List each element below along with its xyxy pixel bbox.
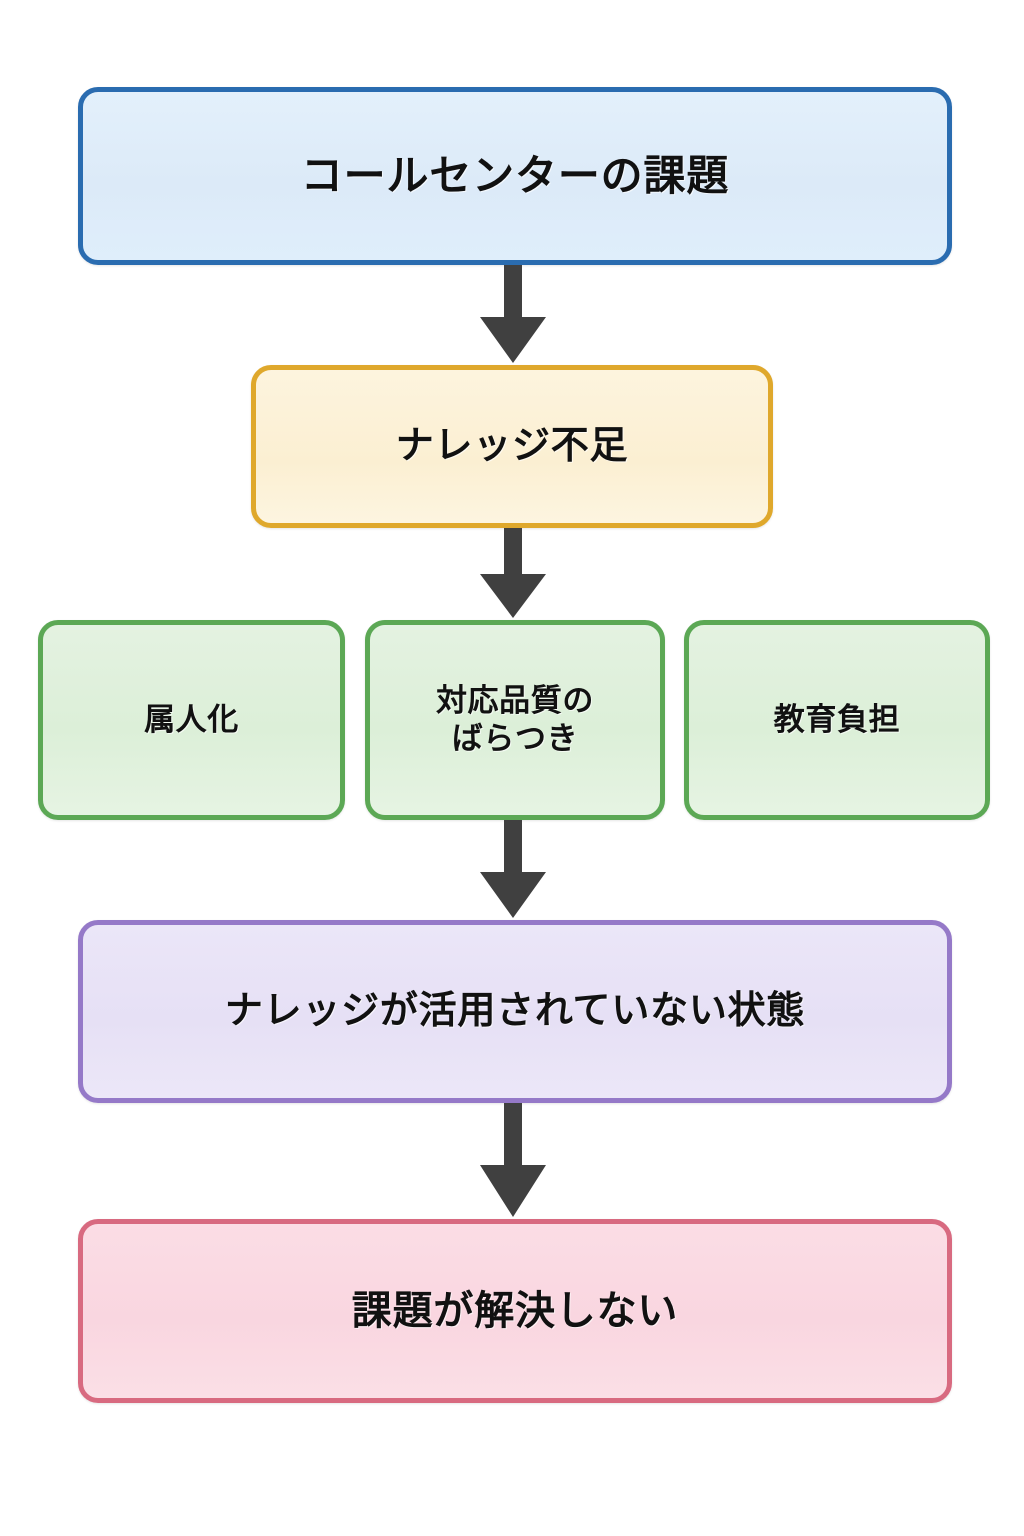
node-unresolved[interactable]: 課題が解決しない xyxy=(78,1219,952,1403)
node-training-burden-label: 教育負担 xyxy=(773,702,901,738)
arrow-quality-variance-to-knowledge-unused xyxy=(468,820,558,920)
node-problem-root-label: コールセンターの課題 xyxy=(300,152,730,200)
node-quality-variance-line1: 対応品質の xyxy=(435,683,595,719)
node-quality-variance-label: 対応品質の ばらつき xyxy=(370,682,660,758)
node-knowledge-shortage-label: ナレッジ不足 xyxy=(395,425,629,468)
node-knowledge-unused-label: ナレッジが活用されていない状態 xyxy=(224,990,806,1033)
node-quality-variance[interactable]: 対応品質の ばらつき xyxy=(365,620,665,820)
node-quality-variance-line2: ばらつき xyxy=(451,721,579,756)
node-knowledge-unused[interactable]: ナレッジが活用されていない状態 xyxy=(78,920,952,1103)
node-personalization[interactable]: 属人化 xyxy=(38,620,345,820)
arrow-root-to-knowledge-shortage xyxy=(468,265,558,365)
node-problem-root[interactable]: コールセンターの課題 xyxy=(78,87,952,265)
arrow-knowledge-unused-to-unresolved xyxy=(468,1103,558,1219)
node-training-burden[interactable]: 教育負担 xyxy=(684,620,990,820)
arrow-knowledge-shortage-to-quality-variance xyxy=(468,528,558,620)
node-unresolved-label: 課題が解決しない xyxy=(351,1288,679,1333)
node-personalization-label: 属人化 xyxy=(144,702,239,738)
node-knowledge-shortage[interactable]: ナレッジ不足 xyxy=(251,365,773,528)
